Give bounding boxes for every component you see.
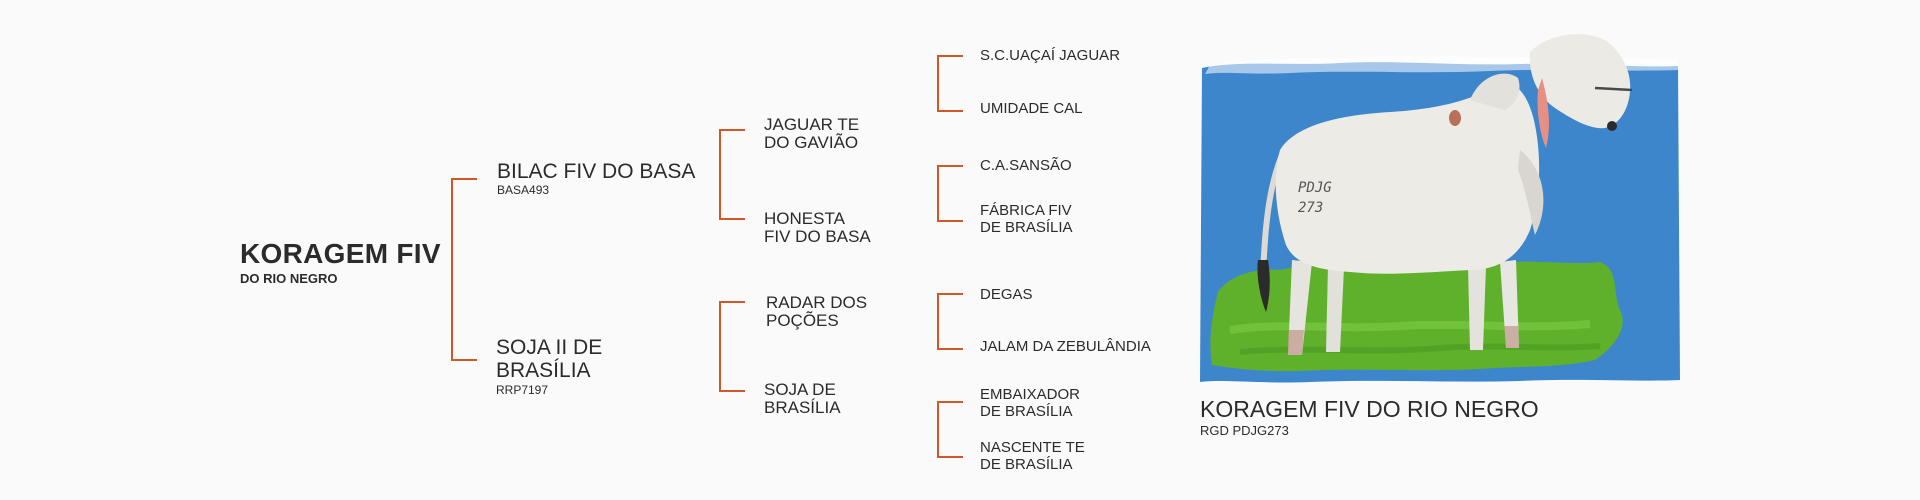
svg-text:273: 273 (1298, 200, 1323, 216)
photo-caption: KORAGEM FIV DO RIO NEGRO RGD PDJG273 (1200, 396, 1539, 438)
grandsire-maternal-line1: RADAR DOS (766, 293, 868, 312)
grandsire-paternal-line2: DO GAVIÃO (764, 133, 859, 153)
dam-registration: RRP7197 (496, 383, 549, 398)
great-grandparent-line1: JALAM DA ZEBULÂNDIA (980, 338, 1151, 355)
granddam-paternal-line1: HONESTA (764, 209, 845, 228)
grandsire-paternal-line1: JAGUAR TE (764, 115, 860, 134)
great-grandparent-line1: C.A.SANSÃO (980, 157, 1072, 174)
caption-name: KORAGEM FIV DO RIO NEGRO (1200, 396, 1539, 422)
granddam-maternal-line1: SOJA DE (764, 380, 836, 399)
bull-brand-mark: PDJG 273 (1298, 180, 1332, 216)
grandsire-maternal: RADAR DOS POÇÕES (766, 293, 868, 331)
great-grandparent-line1: DEGAS (980, 286, 1033, 303)
bracket-parents (451, 178, 477, 361)
bracket-ggp-4 (937, 401, 963, 458)
animal-block: KORAGEM FIV DO RIO NEGRO (240, 238, 441, 286)
granddam-maternal-line2: BRASÍLIA (764, 398, 841, 418)
bracket-ggp-3 (937, 293, 963, 350)
great-grandparent: S.C.UAÇAÍ JAGUAR (980, 47, 1120, 64)
great-grandparent: DEGAS (980, 286, 1033, 303)
granddam-paternal: HONESTA FIV DO BASA (764, 209, 871, 247)
grandsire-maternal-line2: POÇÕES (766, 311, 839, 331)
animal-name: KORAGEM FIV (240, 238, 441, 269)
sire-block: BILAC FIV DO BASA BASA493 (497, 160, 695, 196)
animal-name-suffix: DO RIO NEGRO (240, 271, 338, 286)
dam-block: SOJA II DE BRASÍLIA RRP7197 (496, 336, 602, 396)
bracket-sire-parents (719, 129, 745, 220)
great-grandparent-line1: EMBAIXADOR (980, 386, 1081, 403)
bull-hump (1470, 73, 1520, 110)
bull-head (1529, 34, 1631, 129)
photo-grass (1210, 261, 1623, 372)
great-grandparent: NASCENTE TE DE BRASÍLIA (980, 439, 1085, 474)
granddam-paternal-line2: FIV DO BASA (764, 227, 871, 247)
dam-name-line2: BRASÍLIA (496, 359, 591, 383)
great-grandparent: C.A.SANSÃO (980, 157, 1072, 174)
great-grandparent-line2: DE BRASÍLIA (980, 219, 1073, 237)
bracket-dam-parents (719, 301, 745, 392)
bracket-ggp-1 (937, 55, 963, 112)
great-grandparent-line1: S.C.UAÇAÍ JAGUAR (980, 47, 1121, 64)
granddam-maternal: SOJA DE BRASÍLIA (764, 380, 841, 418)
great-grandparent-line2: DE BRASÍLIA (980, 403, 1073, 421)
bracket-ggp-2 (937, 165, 963, 222)
great-grandparent: FÁBRICA FIV DE BRASÍLIA (980, 202, 1073, 237)
bull-photo: PDJG 273 (1200, 34, 1680, 383)
svg-text:PDJG: PDJG (1298, 180, 1332, 196)
great-grandparent-line1: FÁBRICA FIV (980, 202, 1072, 219)
grandsire-paternal: JAGUAR TE DO GAVIÃO (764, 115, 860, 153)
great-grandparent: UMIDADE CAL (980, 100, 1083, 117)
dam-name-line1: SOJA II DE (496, 336, 603, 359)
great-grandparent: EMBAIXADOR DE BRASÍLIA (980, 386, 1080, 421)
sire-registration: BASA493 (497, 183, 550, 198)
great-grandparent-line1: UMIDADE CAL (980, 100, 1083, 117)
great-grandparent-line2: DE BRASÍLIA (980, 456, 1073, 474)
caption-registration: RGD PDJG273 (1200, 423, 1289, 438)
sire-name: BILAC FIV DO BASA (497, 160, 696, 183)
bull-body (1275, 83, 1540, 274)
great-grandparent-line1: NASCENTE TE (980, 439, 1085, 456)
great-grandparent: JALAM DA ZEBULÂNDIA (980, 338, 1151, 355)
